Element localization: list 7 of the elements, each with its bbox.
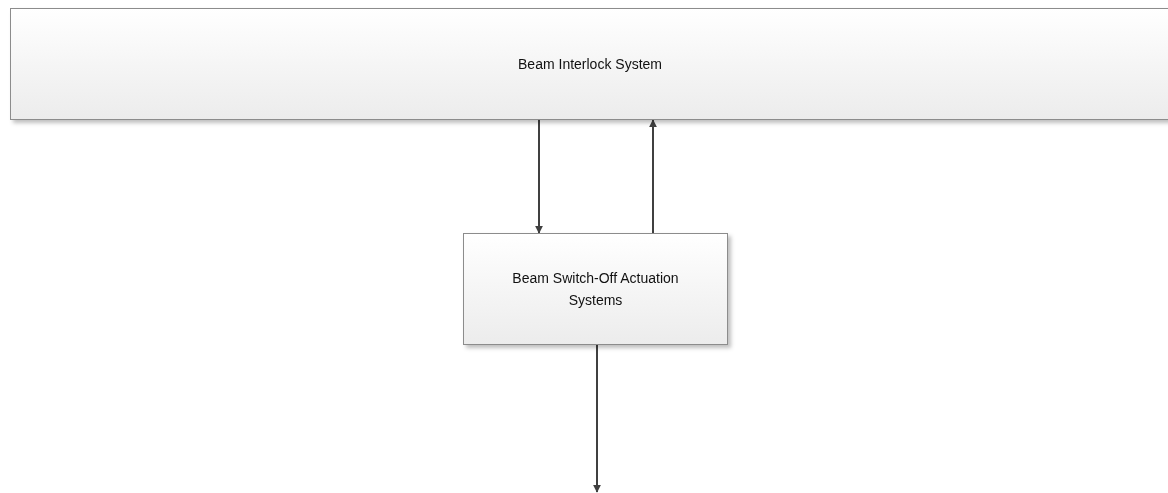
arrow <box>535 119 543 234</box>
box-label: Beam Switch-Off Actuation Systems <box>511 269 680 310</box>
arrow <box>593 344 601 493</box>
box-label: Beam Interlock System <box>518 55 662 74</box>
arrow <box>649 119 657 234</box>
process-box <box>463 233 728 345</box>
process-box <box>10 8 1168 120</box>
